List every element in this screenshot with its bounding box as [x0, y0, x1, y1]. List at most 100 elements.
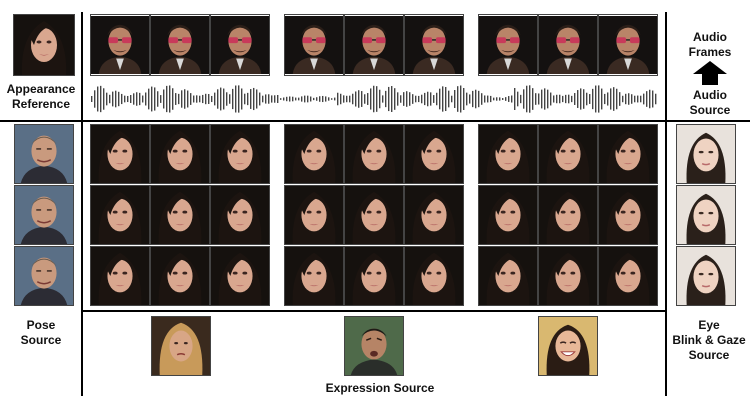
- generated-face: [284, 124, 344, 184]
- waveform-bar: [436, 92, 438, 106]
- audio-frame: [90, 14, 150, 76]
- waveform-bar: [352, 93, 354, 105]
- waveform-bar: [511, 95, 513, 103]
- waveform-bar: [223, 88, 225, 110]
- waveform-bar: [565, 94, 567, 104]
- waveform-bar: [586, 92, 588, 106]
- waveform-bar: [418, 95, 420, 103]
- waveform-bar: [607, 92, 609, 106]
- waveform-bar: [112, 91, 114, 107]
- waveform-bar: [568, 94, 570, 104]
- waveform-bar: [217, 89, 219, 109]
- generated-face: [404, 124, 464, 184]
- waveform-bar: [583, 89, 585, 109]
- generated-face: [150, 124, 210, 184]
- waveform-bar: [124, 95, 126, 103]
- waveform-bar: [496, 97, 498, 101]
- waveform-bar: [448, 90, 450, 108]
- waveform-bar: [256, 89, 258, 109]
- waveform-bar: [403, 92, 405, 106]
- generated-face: [404, 246, 464, 306]
- waveform-bar: [424, 92, 426, 106]
- waveform-bar: [451, 95, 453, 103]
- waveform-bar: [232, 88, 234, 110]
- waveform-bar: [619, 92, 621, 106]
- waveform-bar: [472, 90, 474, 108]
- waveform-bar: [178, 93, 180, 105]
- generated-face: [538, 246, 598, 306]
- waveform-bar: [220, 87, 222, 111]
- waveform-bar: [133, 93, 135, 105]
- waveform-bar: [643, 93, 645, 105]
- waveform-bar: [274, 95, 276, 103]
- waveform-bar: [385, 90, 387, 108]
- waveform-bar: [382, 95, 384, 103]
- divider-horizontal-bottom: [81, 310, 667, 312]
- waveform-bar: [610, 88, 612, 110]
- waveform-bar: [631, 94, 633, 104]
- waveform-bar: [235, 85, 237, 113]
- waveform-bar: [139, 92, 141, 106]
- waveform-bar: [199, 95, 201, 103]
- waveform-bar: [646, 91, 648, 107]
- waveform-bar: [142, 95, 144, 103]
- waveform-bar: [262, 95, 264, 103]
- waveform-bar: [292, 96, 294, 102]
- pose-source-label: Pose Source: [20, 318, 62, 347]
- audio-frame: [284, 14, 344, 76]
- eye-source-image: [676, 124, 736, 184]
- waveform-bar: [247, 92, 249, 106]
- waveform-bar: [358, 90, 360, 108]
- waveform-bar: [625, 93, 627, 105]
- waveform-bar: [499, 97, 501, 101]
- waveform-bar: [577, 90, 579, 108]
- waveform-bar: [481, 93, 483, 105]
- waveform-bar: [160, 95, 162, 103]
- waveform-bar: [340, 93, 342, 105]
- waveform-bar: [493, 97, 495, 101]
- waveform-bar: [379, 89, 381, 109]
- waveform-bar: [214, 92, 216, 106]
- waveform-bar: [166, 85, 168, 113]
- waveform-bar: [301, 96, 303, 102]
- waveform-bar: [304, 95, 306, 103]
- waveform-bar: [466, 92, 468, 106]
- generated-face: [90, 124, 150, 184]
- waveform-bar: [316, 97, 318, 101]
- waveform-bar: [226, 92, 228, 106]
- waveform-bar: [211, 95, 213, 103]
- generated-face: [598, 246, 658, 306]
- waveform-bar: [181, 90, 183, 108]
- waveform-bar: [406, 91, 408, 107]
- waveform-bar: [622, 95, 624, 103]
- waveform-bar: [505, 97, 507, 101]
- waveform-bar: [469, 94, 471, 104]
- waveform-bar: [502, 98, 504, 100]
- audio-frame: [210, 14, 270, 76]
- waveform-bar: [553, 95, 555, 103]
- waveform-bar: [427, 91, 429, 107]
- waveform-bar: [592, 88, 594, 110]
- waveform-bar: [286, 96, 288, 102]
- generated-face: [344, 124, 404, 184]
- generated-face: [598, 124, 658, 184]
- waveform-bar: [649, 89, 651, 109]
- generated-face: [210, 124, 270, 184]
- waveform-bar: [526, 85, 528, 113]
- waveform-bar: [190, 93, 192, 105]
- divider-horizontal-top: [0, 120, 750, 122]
- arrow-up-icon: [693, 61, 727, 85]
- waveform-bar: [229, 94, 231, 104]
- expression-source-label: Expression Source: [325, 381, 435, 395]
- waveform-bar: [127, 95, 129, 103]
- waveform-bar: [364, 94, 366, 104]
- waveform-bar: [298, 97, 300, 101]
- generated-face: [284, 185, 344, 245]
- waveform-bar: [634, 95, 636, 103]
- eye-source-image: [676, 185, 736, 245]
- waveform-bar: [637, 95, 639, 103]
- waveform-bar: [91, 96, 93, 102]
- waveform-bar: [331, 98, 333, 100]
- waveform-bar: [652, 90, 654, 108]
- generated-face: [478, 246, 538, 306]
